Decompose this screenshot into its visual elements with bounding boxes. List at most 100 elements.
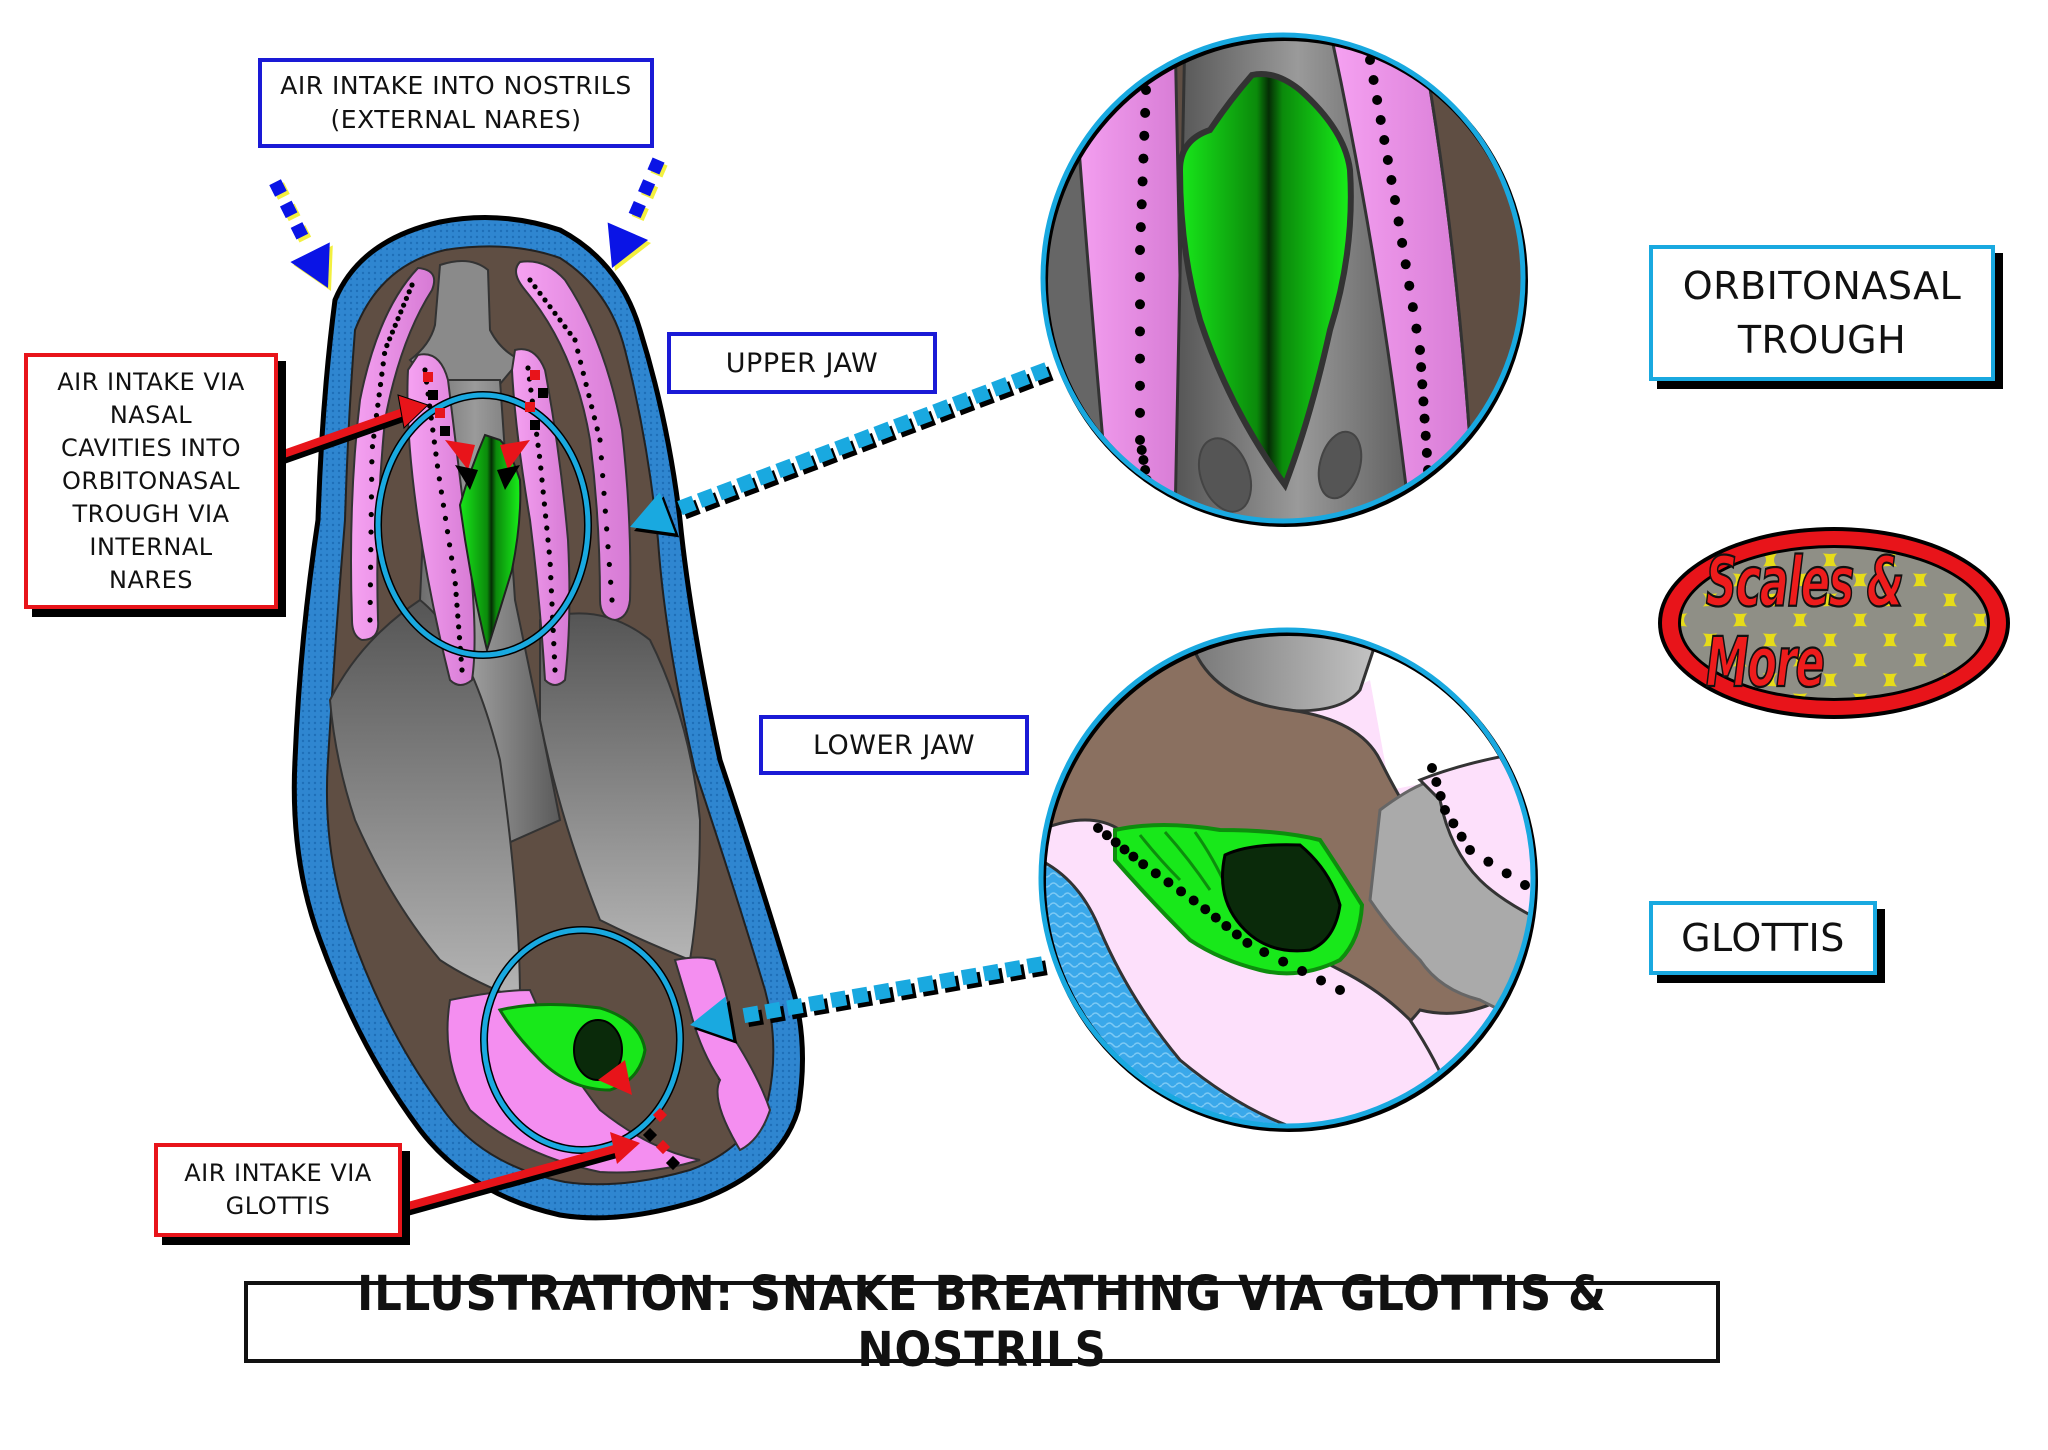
arrow-dash bbox=[764, 1001, 782, 1020]
tooth-dot bbox=[403, 295, 410, 302]
tooth-dot bbox=[550, 627, 556, 634]
tooth-dot bbox=[1135, 353, 1145, 364]
arrow-dash bbox=[960, 967, 979, 986]
tooth-dot bbox=[591, 415, 598, 421]
label-line: LOWER JAW bbox=[812, 729, 976, 761]
tooth-dot bbox=[392, 322, 398, 328]
tooth-dot bbox=[1135, 299, 1145, 310]
tooth-dot bbox=[1110, 837, 1121, 848]
tooth-dot bbox=[1418, 396, 1429, 407]
tooth-dot bbox=[1407, 302, 1418, 313]
tooth-dot bbox=[375, 402, 381, 408]
tooth-dot bbox=[551, 654, 558, 660]
tooth-dot bbox=[1390, 195, 1400, 205]
arrow-dash bbox=[638, 179, 656, 197]
tooth-dot bbox=[580, 370, 586, 376]
arrow-dash bbox=[1030, 362, 1050, 382]
tooth-dot bbox=[525, 365, 531, 371]
tooth-dot bbox=[454, 602, 460, 608]
tooth-dot bbox=[1431, 777, 1442, 787]
diagram-title: ILLUSTRATION: SNAKE BREATHING VIA GLOTTI… bbox=[244, 1266, 1720, 1378]
tooth-dot bbox=[540, 489, 546, 495]
tooth-dot bbox=[433, 451, 439, 457]
tooth-dot bbox=[1448, 818, 1459, 829]
arrow-dash bbox=[873, 982, 891, 1001]
tooth-dot bbox=[562, 324, 568, 330]
tooth-dot bbox=[376, 392, 382, 398]
tooth-dot bbox=[549, 601, 555, 607]
tooth-dot bbox=[1119, 844, 1130, 855]
tooth-dot bbox=[453, 591, 459, 598]
tooth-dot bbox=[456, 635, 463, 641]
label-line: AIR INTAKE VIA bbox=[57, 367, 245, 396]
label-line: (EXTERNAL NARES) bbox=[330, 105, 582, 134]
arrow-dash bbox=[786, 998, 804, 1016]
tooth-dot bbox=[1411, 323, 1422, 334]
label-line: NASAL bbox=[109, 400, 193, 429]
arrow-dash bbox=[755, 466, 776, 486]
tooth-dot bbox=[401, 302, 407, 308]
tooth-dot bbox=[369, 476, 375, 482]
tooth-dot bbox=[538, 465, 544, 471]
tooth-dot bbox=[594, 426, 600, 432]
arrow-dash bbox=[951, 391, 972, 412]
tooth-dot bbox=[1135, 407, 1145, 418]
tooth-dot bbox=[606, 561, 612, 568]
tooth-dot bbox=[440, 502, 447, 508]
tooth-dot bbox=[368, 511, 374, 518]
arrow-dash bbox=[795, 451, 815, 471]
label-line: NARES bbox=[109, 565, 193, 594]
tooth-dot bbox=[380, 361, 386, 367]
arrow-dash bbox=[696, 488, 717, 508]
tooth-dot bbox=[1465, 845, 1475, 855]
tooth-dot bbox=[1093, 823, 1103, 833]
tooth-dot bbox=[1135, 326, 1145, 337]
tooth-dot bbox=[367, 599, 373, 606]
label-line: GLOTTIS bbox=[1681, 916, 1845, 960]
detail-circle-orbitonasal bbox=[1040, 32, 1528, 527]
label-line: TROUGH bbox=[1737, 318, 1907, 362]
tooth-dot bbox=[368, 547, 374, 553]
tooth-dot bbox=[535, 442, 541, 448]
tooth-dot bbox=[541, 501, 548, 507]
tooth-dot bbox=[1419, 413, 1430, 424]
tooth-dot bbox=[406, 289, 412, 295]
tooth-dot bbox=[1400, 259, 1411, 270]
tooth-dot bbox=[409, 282, 415, 288]
tooth-dot bbox=[446, 542, 453, 548]
tooth-dot bbox=[552, 667, 558, 673]
gum-strip-outer-left bbox=[350, 266, 436, 642]
label-air-intake-glottis: AIR INTAKE VIA GLOTTIS bbox=[154, 1143, 402, 1237]
arrow-dash bbox=[851, 986, 870, 1005]
tooth-dot bbox=[602, 508, 608, 514]
title-text: ILLUSTRATION: SNAKE BREATHING VIA GLOTTI… bbox=[357, 1266, 1607, 1378]
tooth-dot bbox=[1147, 505, 1157, 515]
label-line: ORBITONASAL bbox=[1682, 264, 1962, 308]
nostril-arrow-left bbox=[269, 179, 333, 291]
tooth-dot bbox=[586, 392, 592, 399]
tooth-dot bbox=[600, 472, 606, 479]
tooth-dot bbox=[434, 463, 441, 469]
tooth-dot bbox=[1135, 380, 1145, 391]
snake-head bbox=[291, 215, 805, 1221]
arrow-dash bbox=[834, 436, 854, 456]
arrow-head bbox=[607, 222, 649, 268]
tooth-dot bbox=[449, 555, 455, 561]
label-line: TROUGH VIA bbox=[72, 499, 230, 528]
glottis-opening-large bbox=[1221, 843, 1342, 953]
tooth-dot bbox=[1188, 895, 1199, 906]
tooth-dot bbox=[1386, 175, 1397, 185]
arrow-dash bbox=[269, 179, 287, 197]
tooth-dot bbox=[1101, 830, 1112, 841]
tooth-dot bbox=[577, 359, 584, 365]
tooth-dot bbox=[1404, 280, 1415, 291]
tooth-dot bbox=[1420, 430, 1431, 441]
tooth-dot bbox=[608, 579, 614, 585]
tooth-dot bbox=[368, 494, 375, 500]
label-lower-jaw: LOWER JAW bbox=[759, 715, 1029, 775]
tooth-dot bbox=[567, 330, 573, 336]
tooth-dot bbox=[604, 526, 610, 532]
tooth-dot bbox=[583, 381, 589, 388]
